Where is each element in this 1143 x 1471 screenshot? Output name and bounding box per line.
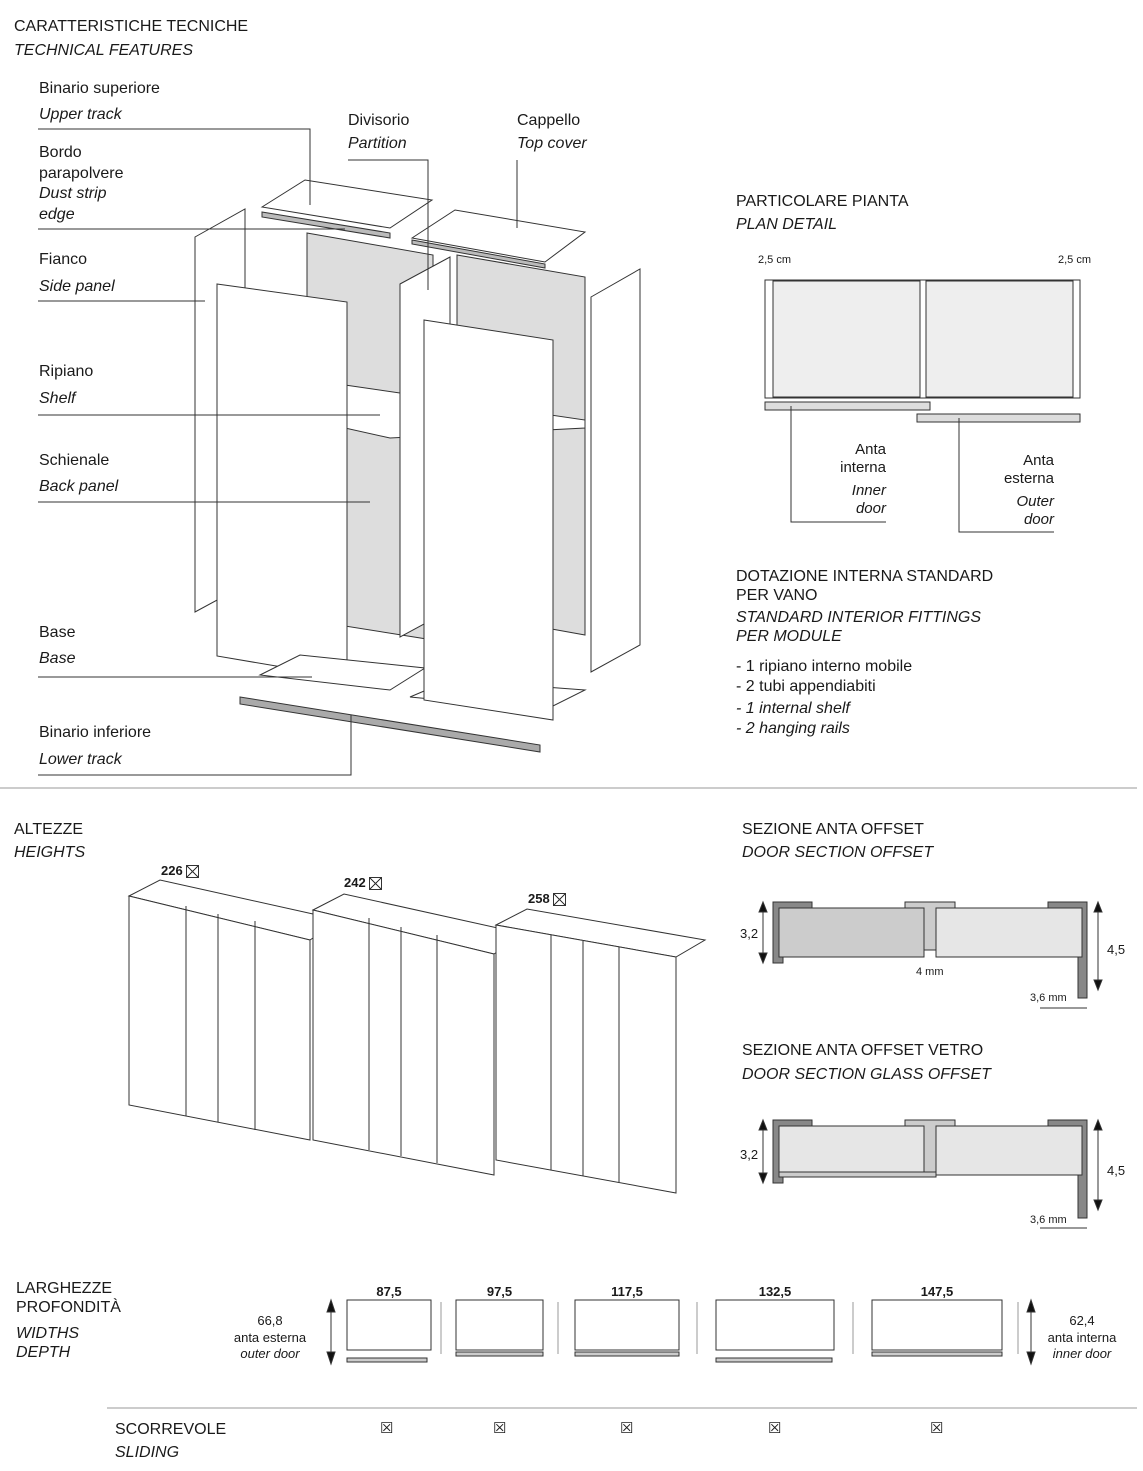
- right-depth-en: inner door: [1052, 1346, 1112, 1361]
- page-title-it: CARATTERISTICHE TECNICHE: [14, 18, 249, 35]
- door-left: [216, 283, 348, 679]
- width-value: 132,5: [758, 1284, 792, 1299]
- left-depth-it: anta esterna: [233, 1330, 307, 1345]
- width-value: 97,5: [486, 1284, 513, 1299]
- section-glass-title-en: DOOR SECTION GLASS OFFSET: [742, 1066, 991, 1083]
- widths-title-en: WIDTHS DEPTH: [16, 1325, 80, 1361]
- fittings-item: - 1 internal shelf: [736, 700, 850, 717]
- fittings-item: - 2 hanging rails: [736, 720, 850, 737]
- left-depth-value: 66,8: [257, 1313, 283, 1328]
- plan-outer-en: Outer door: [1016, 493, 1054, 528]
- width-value: 117,5: [611, 1284, 643, 1299]
- label-dust-strip-it: Bordo parapolvere: [39, 144, 124, 182]
- section-glass-title-it: SEZIONE ANTA OFFSET VETRO: [742, 1042, 984, 1059]
- heights-drawing: [127, 879, 707, 1194]
- plan-detail-drawing: [764, 279, 1081, 533]
- height-value: 242: [344, 872, 383, 893]
- lower-track: [239, 696, 541, 753]
- fittings-title-en: STANDARD INTERIOR FITTINGS PER MODULE: [736, 609, 982, 645]
- sliding-checkbox-132-5: ☒: [768, 1420, 782, 1437]
- door-right: [423, 319, 554, 721]
- label-base-it: Base: [39, 624, 76, 641]
- plan-dim-left: 2,5 cm: [758, 254, 792, 266]
- height-value-text: 226: [161, 863, 183, 878]
- leader-lines: [38, 128, 518, 776]
- sliding-label-it: SCORREVOLE: [115, 1421, 227, 1438]
- sliding-checkbox-117-5: ☒: [620, 1420, 634, 1437]
- side-panel-right: [590, 268, 641, 673]
- exploded-wardrobe: [194, 179, 641, 753]
- section-offset-gap: 4 mm: [916, 966, 944, 978]
- top-cover-right: [410, 209, 587, 263]
- section-offset-title-it: SEZIONE ANTA OFFSET: [742, 821, 924, 838]
- width-value: 87,5: [376, 1284, 402, 1299]
- widths-title-it: LARGHEZZE PROFONDITÀ: [16, 1280, 121, 1316]
- label-lower-track-it: Binario inferiore: [39, 724, 152, 741]
- label-partition-en: Partition: [348, 135, 407, 152]
- height-value: 226: [161, 860, 200, 881]
- height-value: 258: [528, 888, 567, 909]
- sliding-checkbox-97-5: ☒: [493, 1420, 507, 1437]
- right-depth-it: anta interna: [1047, 1330, 1117, 1345]
- label-back-panel-en: Back panel: [39, 478, 119, 495]
- upper-track: [261, 211, 391, 239]
- checkbox-checked-icon: [553, 893, 567, 907]
- plan-title-it: PARTICOLARE PIANTA: [736, 193, 909, 210]
- label-back-panel-it: Schienale: [39, 452, 110, 469]
- heights-title-en: HEIGHTS: [14, 844, 86, 861]
- label-shelf-it: Ripiano: [39, 363, 94, 380]
- section-glass-thickness: 3,6 mm: [1030, 1214, 1067, 1226]
- left-depth-en: outer door: [240, 1346, 300, 1361]
- plan-inner-en: Inner door: [851, 482, 886, 517]
- fittings-title-it: DOTAZIONE INTERNA STANDARD PER VANO: [736, 568, 994, 604]
- width-value: 147,5: [920, 1284, 954, 1299]
- sliding-checkbox-147-5: ☒: [930, 1420, 944, 1437]
- section-glass-h-left: 3,2: [740, 1147, 759, 1162]
- section-offset-thickness: 3,6 mm: [1030, 992, 1067, 1004]
- label-upper-track-it: Binario superiore: [39, 80, 160, 97]
- section-offset-h-right: 4,5: [1107, 942, 1126, 957]
- plan-dim-right: 2,5 cm: [1058, 254, 1092, 266]
- fittings-item: - 1 ripiano interno mobile: [736, 658, 913, 675]
- page-title-en: TECHNICAL FEATURES: [14, 42, 193, 59]
- label-side-panel-en: Side panel: [39, 278, 115, 295]
- label-base-en: Base: [39, 650, 76, 667]
- fittings-item: - 2 tubi appendiabiti: [736, 678, 876, 695]
- checkbox-checked-icon: [186, 865, 200, 879]
- section-offset-h-left: 3,2: [740, 926, 759, 941]
- sliding-checkbox-87-5: ☒: [380, 1420, 394, 1437]
- widths-drawing: [326, 1298, 1036, 1366]
- top-cover-right-edge: [411, 239, 546, 269]
- top-cover-left: [260, 179, 434, 229]
- label-upper-track-en: Upper track: [39, 106, 122, 123]
- section-offset-drawing: [758, 900, 1103, 1009]
- heights-title-it: ALTEZZE: [14, 821, 84, 838]
- plan-outer-it: Anta esterna: [1003, 452, 1054, 487]
- section-offset-title-en: DOOR SECTION OFFSET: [742, 844, 934, 861]
- height-value-text: 242: [344, 875, 366, 890]
- sliding-label-en: SLIDING: [115, 1444, 180, 1461]
- label-top-cover-it: Cappello: [517, 112, 581, 129]
- label-shelf-en: Shelf: [39, 390, 76, 407]
- label-top-cover-en: Top cover: [517, 135, 587, 152]
- label-dust-strip-en: Dust strip edge: [39, 185, 107, 223]
- height-value-text: 258: [528, 891, 550, 906]
- label-lower-track-en: Lower track: [39, 751, 122, 768]
- plan-inner-it: Anta interna: [840, 441, 886, 476]
- section-glass-h-right: 4,5: [1107, 1163, 1126, 1178]
- plan-title-en: PLAN DETAIL: [736, 216, 838, 233]
- label-side-panel-it: Fianco: [39, 251, 88, 268]
- right-depth-value: 62,4: [1069, 1313, 1095, 1328]
- label-partition-it: Divisorio: [348, 112, 410, 129]
- checkbox-checked-icon: [369, 877, 383, 891]
- section-glass-drawing: [758, 1118, 1103, 1229]
